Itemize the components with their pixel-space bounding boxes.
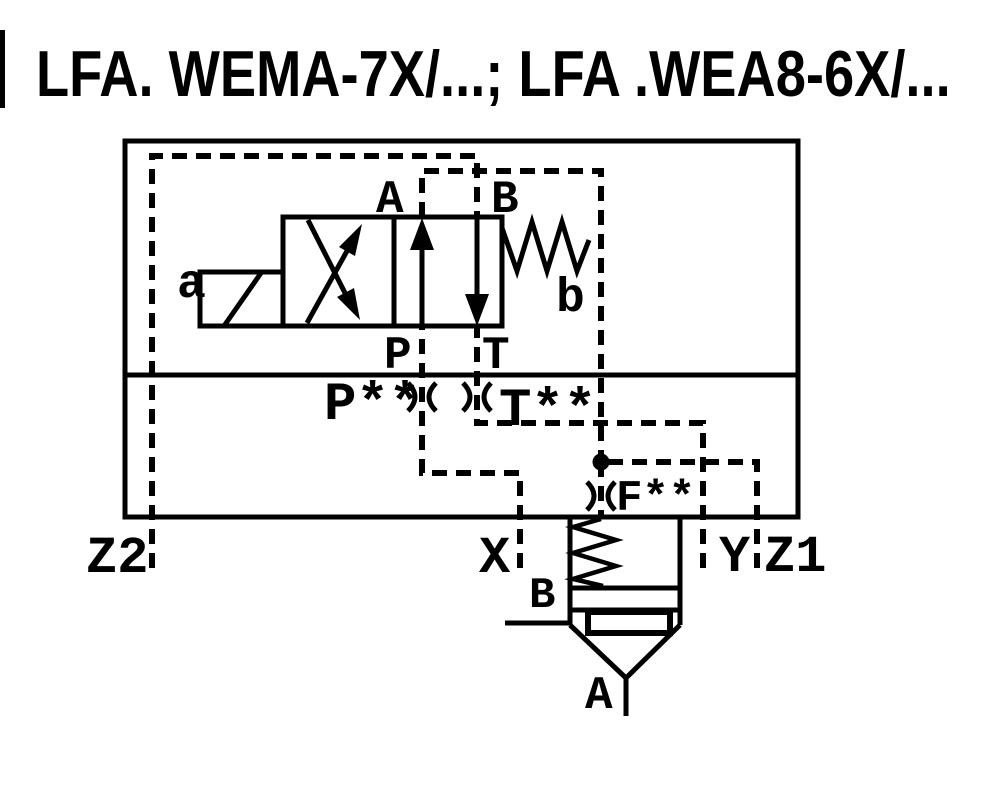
spring-label: b	[556, 272, 585, 326]
crossed-arrowhead-se	[337, 288, 360, 320]
orifice-label-p: P**	[324, 375, 422, 436]
orifice-label-f: F**	[616, 474, 696, 524]
solenoid-label: a	[177, 258, 206, 312]
pilot-line-z2-to-b	[149, 153, 480, 568]
orifice-symbols-group	[406, 381, 617, 512]
orifice-f-icon	[585, 480, 597, 512]
up-arrowhead	[410, 218, 434, 250]
cartridge-seat-left	[568, 623, 628, 680]
solenoid-icon	[197, 269, 286, 329]
orifice-p-icon	[426, 381, 438, 413]
crossed-arrowhead-ne	[339, 224, 362, 256]
crossed-arrow-se-shaft	[305, 218, 348, 295]
port-label-b: B	[491, 174, 519, 226]
orifice-t-icon	[461, 381, 473, 413]
page-title: LFA. WEMA-7X/...; LFA .WEA8-6X/...	[36, 37, 951, 110]
orifice-f-icon	[605, 480, 617, 512]
manifold-block-outline	[122, 138, 801, 520]
pilot-line-junction-dot	[592, 453, 610, 471]
orifice-label-t: T**	[499, 381, 597, 442]
cartridge-spring-icon	[564, 516, 624, 589]
manifold-port-label-x: X	[479, 529, 511, 588]
pilot-valve-spring-icon	[499, 213, 592, 280]
cartridge-port-label-a: A	[585, 670, 613, 722]
port-label-t: T	[482, 330, 510, 382]
port-label-p: P	[384, 330, 412, 382]
orifice-p-icon	[406, 381, 418, 413]
orifice-t-icon	[481, 381, 493, 413]
solenoid-diagonal	[221, 271, 264, 328]
down-arrowhead	[465, 294, 489, 326]
crossed-arrow-ne-shaft	[304, 249, 350, 325]
cartridge-poppet-icon	[585, 609, 673, 636]
arrowheads-group	[337, 218, 489, 326]
port-label-a: A	[376, 174, 404, 226]
pilot-line-p-to-x	[419, 326, 523, 568]
pilot-line-z1	[601, 459, 760, 568]
manifold-port-label-z1: Z1	[764, 528, 827, 587]
pilot-line-a-to-junction	[419, 168, 604, 462]
page-edge-mark	[0, 30, 5, 108]
manifold-port-label-y: Y	[719, 528, 751, 587]
manifold-port-label-z2: Z2	[86, 529, 149, 588]
cartridge-port-label-b: B	[529, 571, 556, 621]
solid-linework-group	[122, 138, 801, 716]
